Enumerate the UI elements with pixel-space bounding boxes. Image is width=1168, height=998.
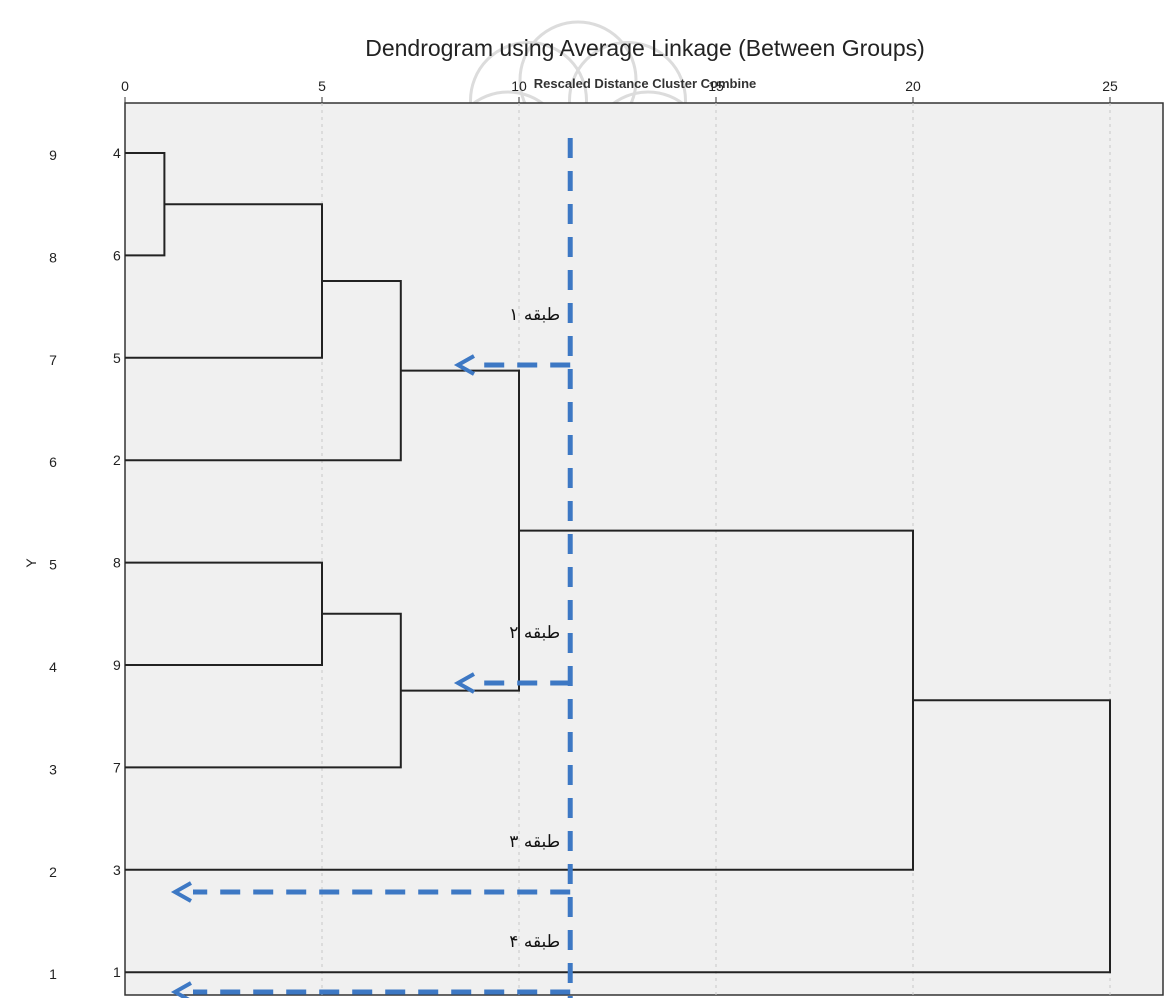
case-label: 5 — [113, 350, 121, 366]
row-index-label: 2 — [49, 864, 57, 880]
case-label: 8 — [113, 555, 121, 571]
arrowhead — [453, 354, 475, 376]
row-index-label: 1 — [49, 966, 57, 982]
x-tick-label: 0 — [121, 78, 129, 94]
plot-area — [124, 102, 1164, 996]
row-index-label: 5 — [49, 557, 57, 573]
row-index-label: 9 — [49, 147, 57, 163]
case-label: 6 — [113, 247, 121, 263]
arrowhead — [170, 881, 192, 903]
x-tick-label: 25 — [1102, 78, 1118, 94]
x-tick-label: 20 — [905, 78, 921, 94]
chart-title: Dendrogram using Average Linkage (Betwee… — [365, 35, 925, 61]
arrowhead — [170, 981, 192, 998]
arrowhead — [453, 672, 475, 694]
stratum-annotation: طبقه ۴ — [509, 932, 560, 952]
row-index-label: 4 — [49, 659, 57, 675]
row-index-label: 3 — [49, 761, 57, 777]
stratum-annotation: طبقه ۲ — [509, 623, 560, 643]
case-label: 9 — [113, 657, 121, 673]
dendrogram-link — [125, 699, 1111, 974]
stratum-annotation: طبقه ۱ — [509, 305, 560, 325]
x-tick-label: 5 — [318, 78, 326, 94]
case-label: 3 — [113, 862, 121, 878]
row-index-label: 7 — [49, 352, 57, 368]
case-label: 1 — [113, 964, 121, 980]
case-label: 2 — [113, 452, 121, 468]
x-axis-ticks: 0 5 10 15 20 25 — [121, 78, 1118, 103]
x-tick-label: 15 — [708, 78, 724, 94]
x-tick-label: 10 — [511, 78, 527, 94]
row-index-label: 8 — [49, 249, 57, 265]
case-label: 4 — [113, 145, 121, 161]
chart-subtitle: Rescaled Distance Cluster Combine — [534, 76, 757, 91]
row-index-label: 6 — [49, 454, 57, 470]
case-label: 7 — [113, 759, 121, 775]
y-axis-label: Y — [23, 558, 39, 568]
stratum-annotation: طبقه ۳ — [509, 832, 560, 852]
dendrogram-links — [125, 152, 1111, 974]
cut-line-annotations: طبقه ۱ طبقه ۲ طبقه ۳ طبقه ۴ — [170, 138, 573, 998]
row-labels: 9 4 8 6 7 5 6 2 5 8 4 9 3 7 2 3 1 1 — [49, 145, 121, 982]
